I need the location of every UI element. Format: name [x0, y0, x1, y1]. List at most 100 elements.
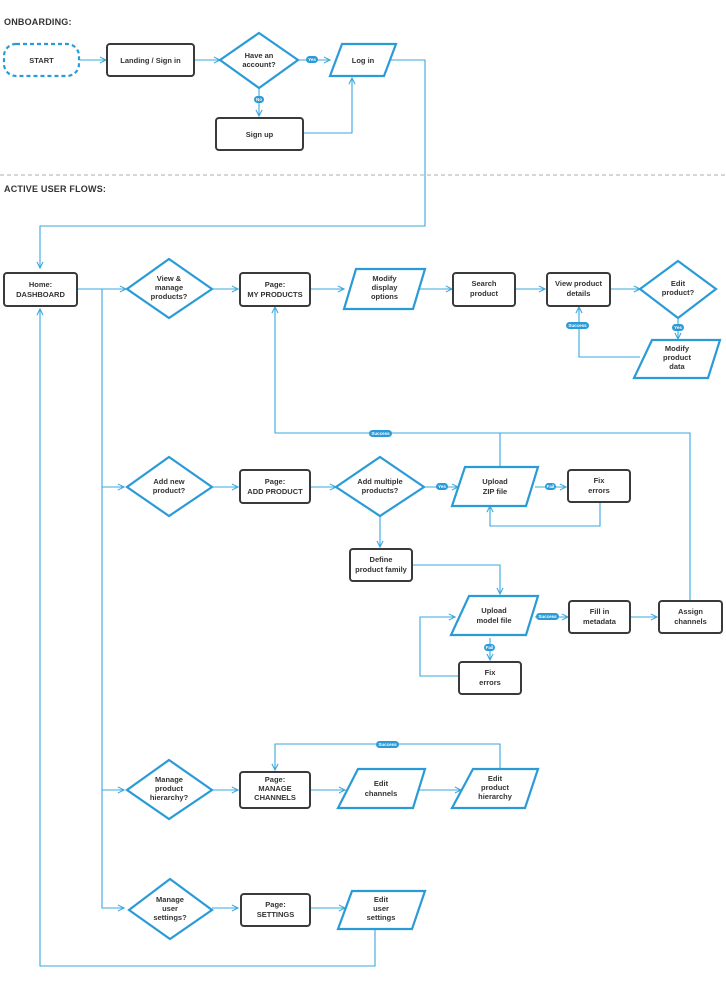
node-upload-zip-file[interactable]: Upload ZIP file: [450, 465, 540, 508]
svg-text:product?: product?: [662, 288, 695, 297]
svg-text:model file: model file: [476, 616, 511, 625]
svg-text:channels: channels: [674, 617, 707, 626]
svg-text:details: details: [567, 289, 591, 298]
node-manage-user-settings-decision[interactable]: Manage user settings?: [127, 877, 214, 941]
badge-success: Success: [536, 613, 559, 620]
svg-text:SETTINGS: SETTINGS: [257, 910, 295, 919]
svg-text:Upload: Upload: [481, 606, 507, 615]
svg-text:MANAGE: MANAGE: [258, 784, 291, 793]
svg-text:Success: Success: [378, 742, 397, 747]
edge-labels: Yes No Success Yes Success Yes Fail Succ…: [254, 56, 684, 748]
node-log-in[interactable]: Log in: [328, 42, 398, 78]
svg-text:ZIP file: ZIP file: [483, 487, 507, 496]
svg-text:Yes: Yes: [674, 325, 682, 330]
node-fix-errors-zip[interactable]: Fix errors: [567, 469, 631, 503]
svg-text:Log in: Log in: [352, 56, 375, 65]
svg-text:Fail: Fail: [547, 484, 555, 489]
badge-yes: Yes: [306, 56, 318, 63]
svg-text:Add new: Add new: [153, 477, 184, 486]
svg-text:Edit: Edit: [374, 895, 389, 904]
node-fix-errors-model[interactable]: Fix errors: [458, 661, 522, 695]
edge-dashboard-trunk: [78, 288, 124, 908]
svg-text:data: data: [669, 362, 685, 371]
svg-text:channels: channels: [365, 789, 398, 798]
node-have-account-decision[interactable]: Have an account?: [218, 31, 300, 90]
svg-text:manage: manage: [155, 283, 183, 292]
svg-text:display: display: [372, 283, 399, 292]
svg-text:Landing / Sign in: Landing / Sign in: [120, 56, 181, 65]
edge-fix-zip: [490, 502, 601, 527]
svg-text:Manage: Manage: [156, 895, 184, 904]
badge-fail: Fail: [484, 644, 495, 651]
node-assign-channels[interactable]: Assign channels: [658, 600, 723, 634]
svg-text:settings?: settings?: [153, 913, 187, 922]
node-settings-page[interactable]: Page: SETTINGS: [240, 893, 311, 927]
svg-text:CHANNELS: CHANNELS: [254, 793, 296, 802]
node-start[interactable]: START: [2, 42, 81, 78]
svg-text:Modify: Modify: [665, 344, 690, 353]
svg-text:product: product: [155, 784, 183, 793]
badge-fail: Fail: [545, 483, 556, 490]
node-define-product-family[interactable]: Define product family: [349, 548, 413, 582]
svg-text:Manage: Manage: [155, 775, 183, 784]
svg-text:products?: products?: [362, 486, 399, 495]
node-search-product[interactable]: Search product: [452, 272, 516, 307]
svg-text:hierarchy: hierarchy: [478, 792, 513, 801]
svg-text:Success: Success: [538, 614, 557, 619]
svg-text:options: options: [371, 292, 398, 301]
node-sign-up[interactable]: Sign up: [215, 117, 304, 151]
node-dashboard[interactable]: Home: DASHBOARD: [3, 272, 78, 307]
svg-text:DASHBOARD: DASHBOARD: [16, 290, 65, 299]
svg-text:product: product: [663, 353, 691, 362]
node-manage-channels-page[interactable]: Page: MANAGE CHANNELS: [239, 771, 311, 809]
edge-success-myproducts: [275, 307, 691, 605]
node-my-products-page[interactable]: Page: MY PRODUCTS: [239, 272, 311, 307]
svg-text:Search: Search: [471, 279, 496, 288]
node-fill-in-metadata[interactable]: Fill in metadata: [568, 600, 631, 634]
svg-text:Fail: Fail: [486, 645, 494, 650]
svg-text:Home:: Home:: [29, 280, 52, 289]
svg-text:user: user: [373, 904, 389, 913]
badge-yes: Yes: [672, 324, 684, 331]
node-add-multiple-products-decision[interactable]: Add multiple products?: [334, 455, 426, 518]
svg-text:Page:: Page:: [265, 775, 285, 784]
svg-text:START: START: [29, 56, 54, 65]
svg-text:Fix: Fix: [594, 476, 606, 485]
svg-text:ADD PRODUCT: ADD PRODUCT: [247, 487, 303, 496]
svg-text:hierarchy?: hierarchy?: [150, 793, 189, 802]
node-edit-product-decision[interactable]: Edit product?: [638, 259, 718, 320]
node-edit-user-settings[interactable]: Edit user settings: [336, 889, 427, 931]
edge-fix-model: [419, 617, 458, 677]
svg-text:products?: products?: [151, 292, 188, 301]
edge-signup-login: [303, 78, 352, 134]
svg-text:View &: View &: [157, 274, 182, 283]
svg-text:Fix: Fix: [485, 668, 497, 677]
svg-text:Fill in: Fill in: [590, 607, 610, 616]
node-edit-channels[interactable]: Edit channels: [336, 767, 427, 810]
svg-text:Success: Success: [568, 323, 587, 328]
node-modify-product-data[interactable]: Modify product data: [632, 338, 722, 380]
node-add-product-page[interactable]: Page: ADD PRODUCT: [239, 469, 311, 504]
section-title-active-user-flows: ACTIVE USER FLOWS:: [4, 184, 106, 194]
svg-text:Edit: Edit: [374, 779, 389, 788]
edge-editsettings-dashboard: [40, 309, 376, 967]
node-modify-display-options[interactable]: Modify display options: [342, 267, 427, 311]
svg-text:Sign up: Sign up: [246, 130, 274, 139]
edge-modifydata-view: [579, 307, 640, 358]
badge-success: Success: [376, 741, 399, 748]
svg-text:View product: View product: [555, 279, 602, 288]
svg-text:product family: product family: [355, 565, 408, 574]
svg-text:Define: Define: [370, 555, 393, 564]
svg-text:product: product: [481, 783, 509, 792]
svg-text:Yes: Yes: [308, 57, 316, 62]
svg-text:Page:: Page:: [265, 477, 285, 486]
node-manage-product-hierarchy-decision[interactable]: Manage product hierarchy?: [125, 758, 214, 821]
svg-text:Edit: Edit: [488, 774, 503, 783]
node-edit-product-hierarchy[interactable]: Edit product hierarchy: [450, 767, 540, 810]
node-landing-sign-in[interactable]: Landing / Sign in: [106, 43, 195, 77]
node-upload-model-file[interactable]: Upload model file: [449, 594, 540, 637]
svg-text:Page:: Page:: [265, 280, 285, 289]
node-view-product-details[interactable]: View product details: [546, 272, 611, 307]
node-add-new-product-decision[interactable]: Add new product?: [125, 455, 214, 518]
node-view-manage-products-decision[interactable]: View & manage products?: [125, 257, 214, 320]
